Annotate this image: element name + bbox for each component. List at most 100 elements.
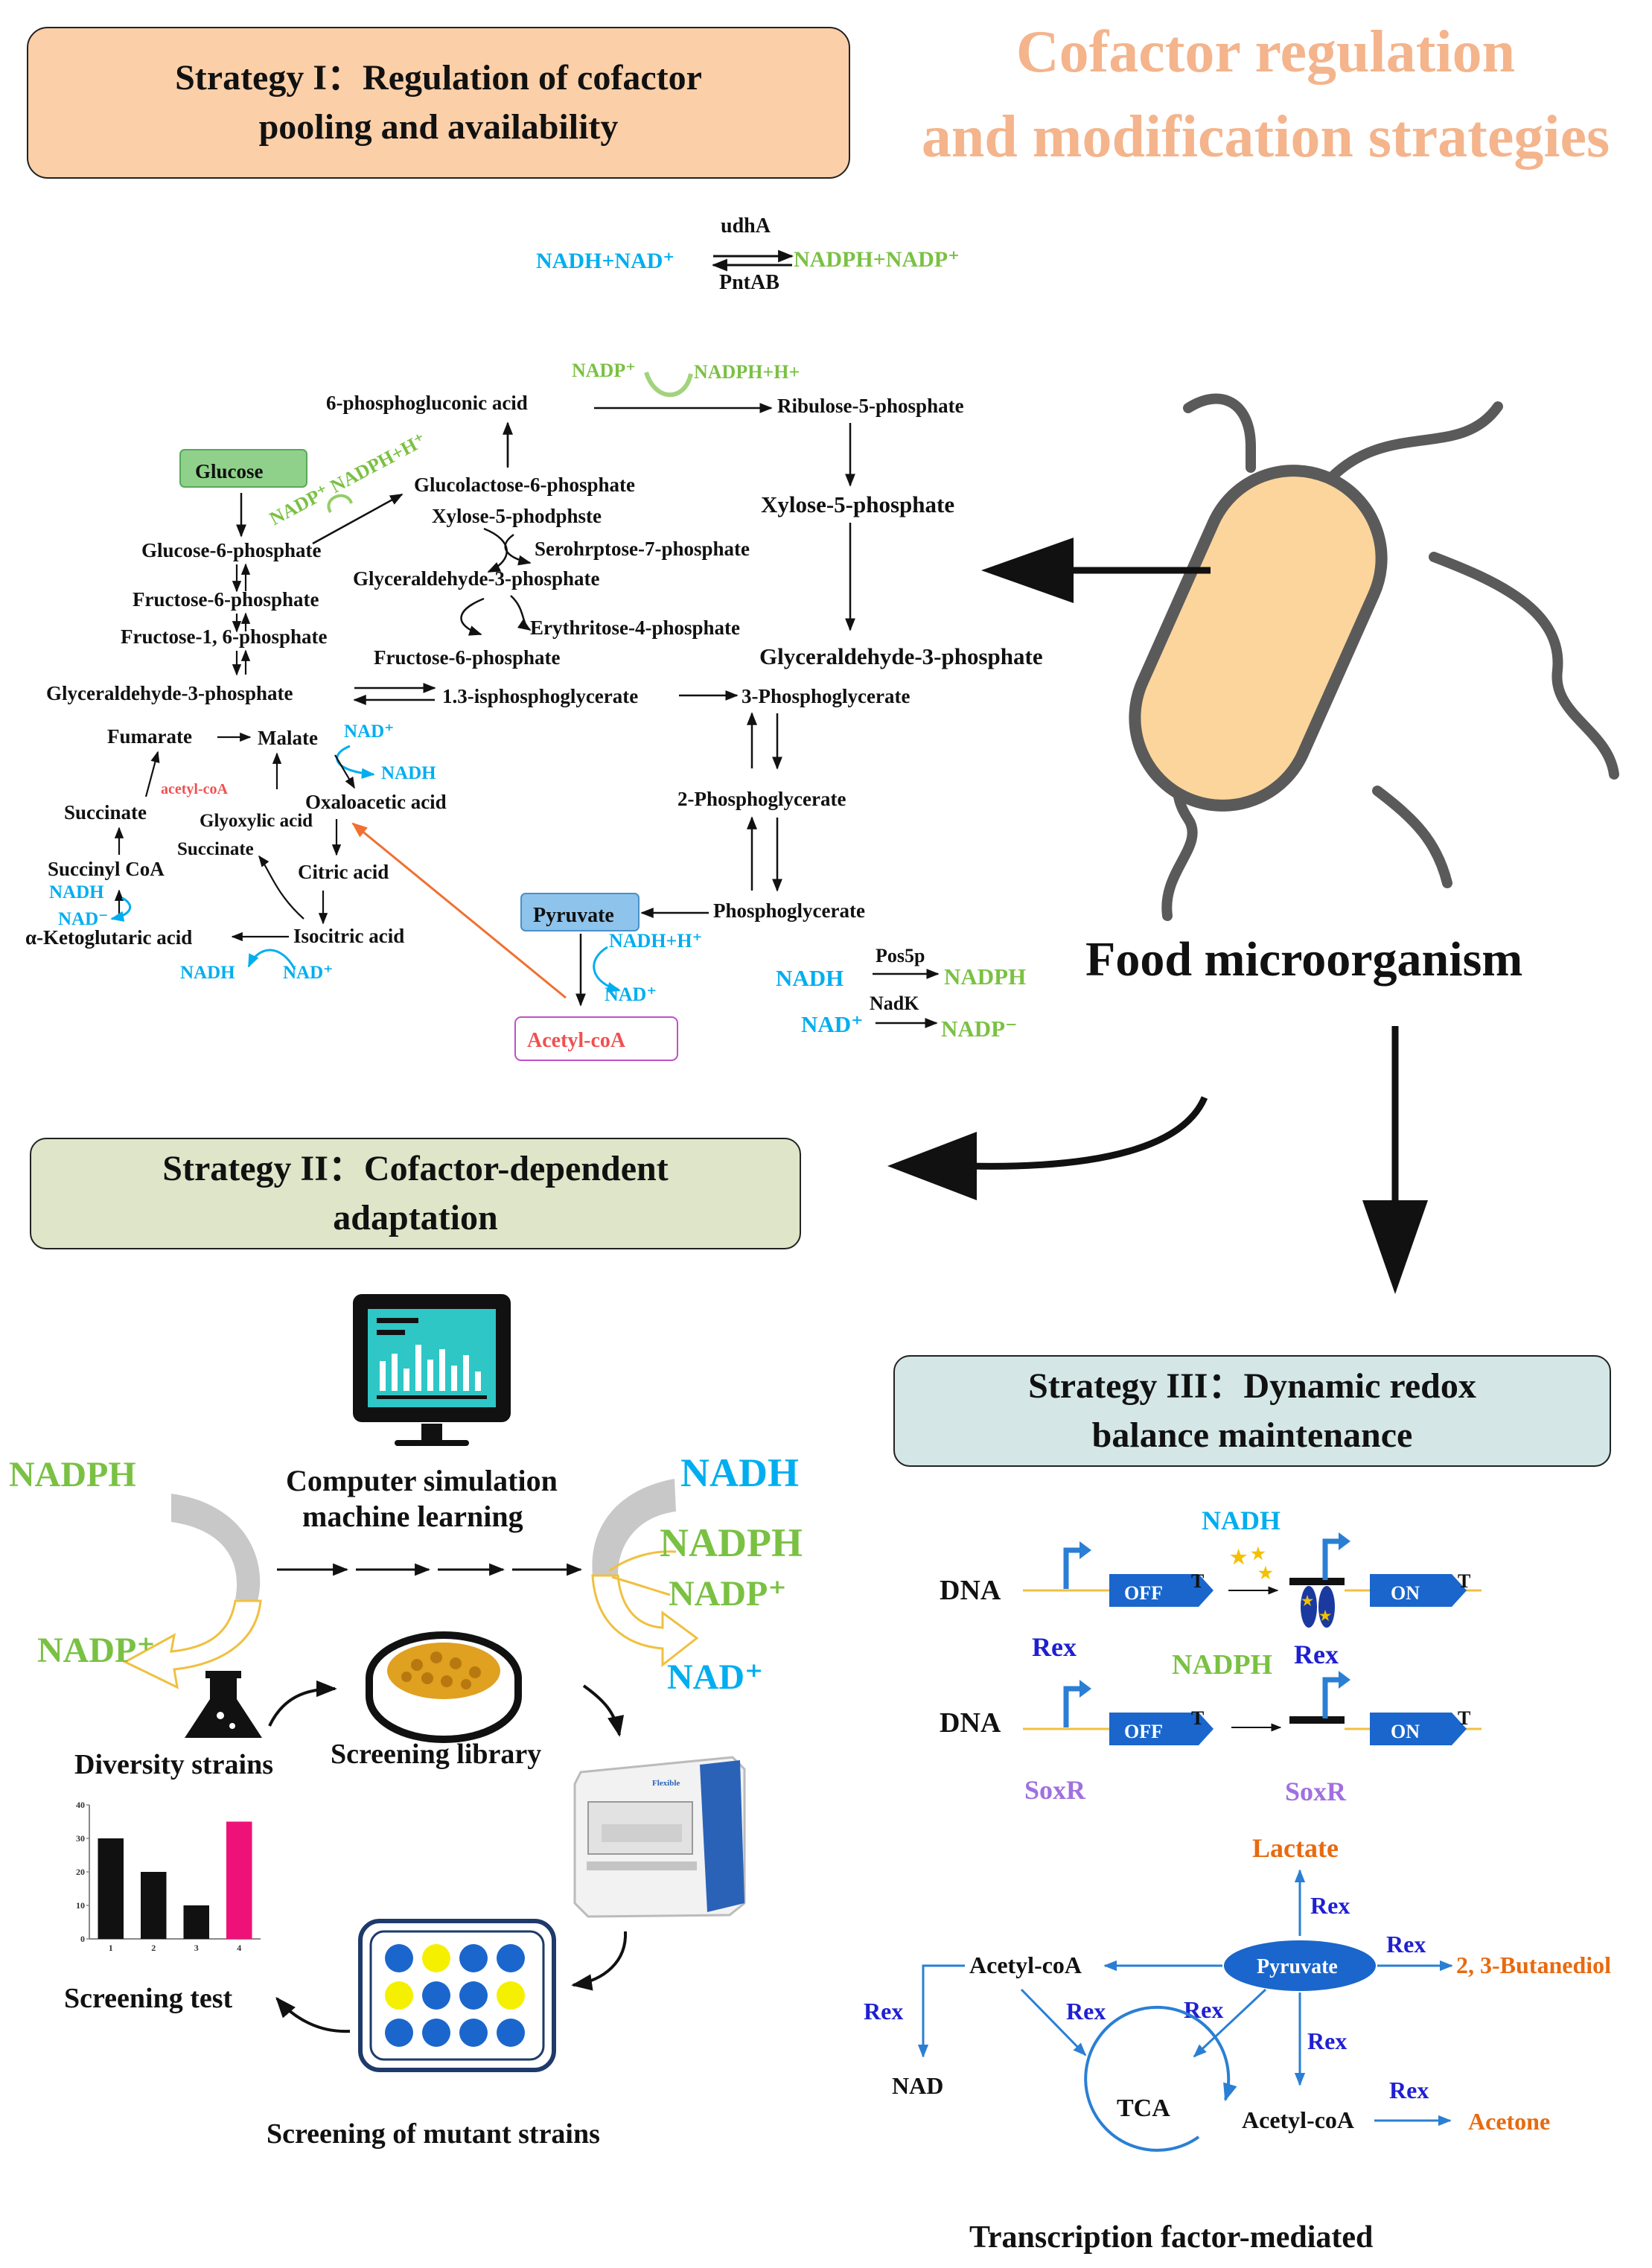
adapt-nadh-right: NADH [680, 1450, 799, 1495]
arrow-xylose-gap2 [483, 527, 508, 573]
arrow-gap2-f6p [460, 597, 485, 636]
dna-label-2: DNA [940, 1707, 1001, 1739]
promoter-2b-head [1339, 1671, 1350, 1689]
computer-line2: machine learning [302, 1500, 523, 1533]
strategy-3-line1: Strategy III：Dynamic redox [1028, 1366, 1476, 1406]
trans-right: NADPH+NADP⁺ [794, 247, 960, 272]
ppp-cofactor-curve [644, 372, 693, 398]
term-1a: T [1191, 1570, 1204, 1592]
mutant-label: Screening of mutant strains [267, 2118, 600, 2150]
acetyl-box [514, 1016, 678, 1061]
pyruvate-nadh: NADH+H⁺ [609, 930, 702, 952]
arrow-to-s2-head [887, 1132, 977, 1200]
star-2: ★ [1251, 1544, 1266, 1563]
met-pyruvate: Pyruvate [1257, 1955, 1338, 1978]
term-2a: T [1191, 1707, 1204, 1729]
node-ribulose: Ribulose-5-phosphate [777, 395, 964, 417]
rex-label-b: Rex [1294, 1640, 1339, 1669]
bar-chart-ytick: 10 [76, 1900, 85, 1911]
plate-reader-icon [573, 1756, 746, 1918]
adapt-nad-right: NAD⁺ [667, 1657, 763, 1697]
term-1b: T [1458, 1570, 1470, 1592]
redox-nadh: NADH [1202, 1506, 1281, 1535]
bar-chart-bar [98, 1838, 124, 1939]
node-2pg: 2-Phosphoglycerate [677, 788, 846, 810]
bar-chart-ytick: 40 [76, 1800, 85, 1810]
node-xylose-a: Xylose-5-phodphste [432, 505, 602, 527]
bar-chart-xtick: 1 [109, 1943, 113, 1953]
node-6pga: 6-phosphogluconic acid [326, 392, 528, 414]
succ-cofactor-curve [110, 896, 132, 922]
arrow-diversity-library [268, 1680, 337, 1727]
node-pyruvate: Pyruvate [533, 904, 614, 927]
petri-dish-icon [366, 1631, 522, 1744]
star-1: ★ [1230, 1546, 1248, 1568]
page-title-line1: Cofactor regulation [1015, 19, 1516, 85]
on-gene-1 [1370, 1574, 1467, 1607]
kinase-nadh: NADH [776, 965, 843, 991]
akg-cofactor-curve [247, 949, 296, 970]
ppp-nadph: NADPH+H+ [694, 361, 800, 383]
strategy-1-line1: Strategy I：Regulation of cofactor [175, 57, 702, 98]
node-f6p: Fructose-6-phosphate [133, 588, 319, 611]
star-3: ★ [1258, 1564, 1273, 1582]
adapt-right-grey-swoosh [592, 1479, 676, 1576]
adapt-right-yellow-arrow-2 [608, 1550, 677, 1573]
kinase-nadk: NadK [870, 993, 919, 1014]
trans-udha: udhA [721, 214, 771, 238]
computer-line1: Computer simulation [286, 1464, 558, 1497]
trans-pntab: PntAB [719, 271, 779, 294]
arrow-to-s3-head [1362, 1200, 1428, 1294]
malate-nadh: NADH [381, 763, 436, 783]
met-acetyl2: Acetyl-coA [1242, 2106, 1354, 2133]
pyruvate-nad: NAD⁺ [605, 984, 657, 1005]
kinase-nadph: NADPH [944, 963, 1026, 990]
kinase-nadp: NADP⁻ [941, 1016, 1017, 1042]
promoter-1a [1063, 1547, 1079, 1589]
redox-nadph: NADPH [1172, 1649, 1272, 1681]
off-gene-2 [1109, 1713, 1214, 1745]
node-g6p: Glucose-6-phosphate [141, 539, 322, 561]
node-glyoxylic: Glyoxylic acid [200, 811, 313, 831]
term-2b: T [1458, 1707, 1470, 1729]
test-label: Screening test [64, 1983, 233, 2014]
node-pep: Phosphoglycerate [713, 899, 865, 922]
node-oaa: Oxaloacetic acid [305, 791, 447, 813]
arrow-pyr-tca [1193, 1988, 1267, 2058]
pyruvate-ellipse [1224, 1940, 1376, 1991]
bar-chart-ytick: 20 [76, 1867, 85, 1877]
met-butanediol: 2, 3-Butanediol [1456, 1952, 1611, 1978]
bar-chart-bar [226, 1821, 252, 1939]
reader-brand: Flexible [652, 1779, 680, 1788]
rex-lactate: Rex [1310, 1892, 1350, 1919]
arrow-acetyl1-tca [1020, 1988, 1087, 2057]
tca-cycle [1084, 2005, 1237, 2152]
rex-tca1: Rex [1066, 1998, 1106, 2025]
arrow-reader-mutant [571, 1931, 628, 1991]
malate-nad: NAD⁺ [344, 722, 394, 742]
well-plate-icon [358, 1919, 556, 2072]
arrow-acetyl1-nad [917, 1964, 965, 2058]
met-acetyl1: Acetyl-coA [969, 1952, 1082, 1978]
on-label-2: ON [1391, 1721, 1420, 1742]
kinase-pos5p: Pos5p [876, 945, 925, 966]
promoter-2a-head [1079, 1680, 1091, 1698]
diversity-label: Diversity strains [74, 1749, 273, 1780]
flask-icon [185, 1671, 262, 1738]
tca-acetyl-small: acetyl-coA [161, 781, 229, 797]
off-gene-1 [1109, 1574, 1214, 1607]
bacterium-icon [1129, 393, 1619, 921]
strategy-3-line2: balance maintenance [1091, 1415, 1413, 1455]
glc-cofactor-curve [327, 494, 353, 514]
node-f6p2: Fructose-6-phosphate [374, 646, 561, 669]
arrow-mutant-test [275, 1996, 351, 2033]
off-label-2: OFF [1124, 1721, 1163, 1742]
node-bpg: 1.3-isphosphoglycerate [442, 685, 638, 707]
node-gap: Glyceraldehyde-3-phosphate [46, 682, 293, 704]
on-gene-2 [1370, 1713, 1467, 1745]
